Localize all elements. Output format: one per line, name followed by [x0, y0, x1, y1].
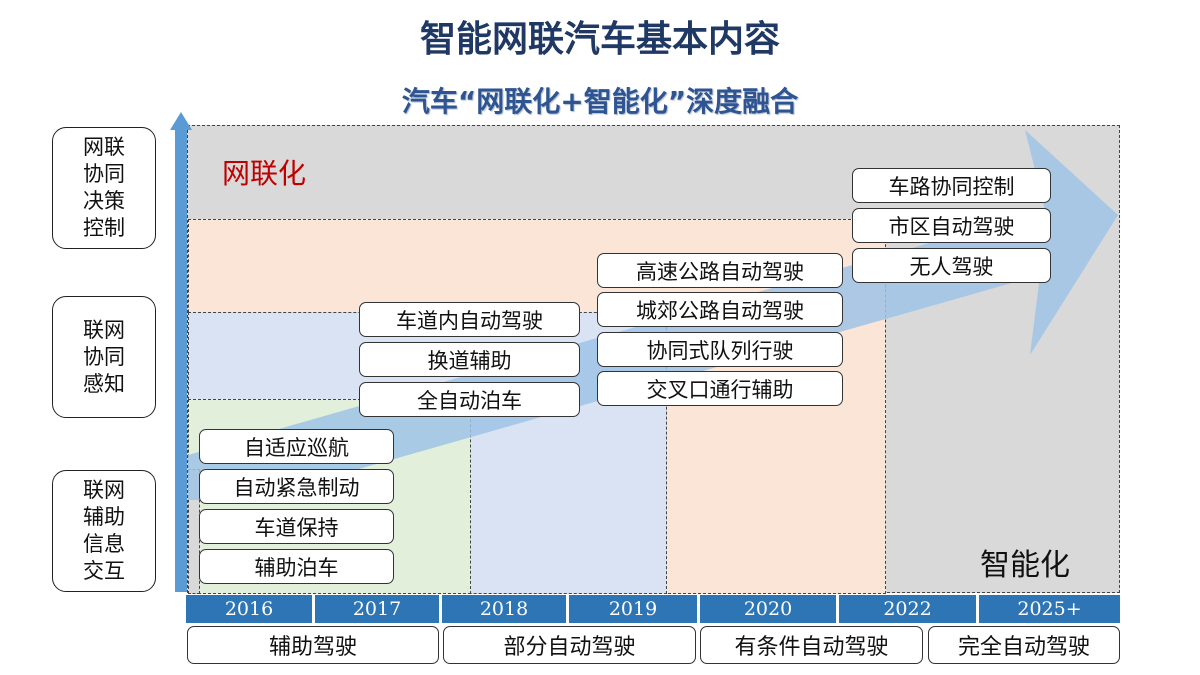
function-box: 全自动泊车	[359, 382, 580, 417]
stage-label: 有条件自动驾驶	[700, 626, 923, 664]
y-level-decision-control: 网联 协同 决策 控制	[52, 127, 156, 249]
stage-label: 部分自动驾驶	[443, 626, 696, 664]
function-box: 辅助泊车	[199, 549, 394, 584]
page-subtitle: 汽车“网联化+智能化”深度融合	[401, 85, 799, 118]
year-label: 2019	[569, 595, 697, 623]
function-box: 城郊公路自动驾驶	[597, 292, 843, 327]
year-label: 2025+	[979, 595, 1120, 623]
page-title: 智能网联汽车基本内容	[419, 19, 780, 60]
function-box: 车道保持	[199, 509, 394, 544]
stage-label: 完全自动驾驶	[928, 626, 1120, 664]
stage-label: 辅助驾驶	[187, 626, 439, 664]
function-box: 自动紧急制动	[199, 469, 394, 504]
function-box: 车路协同控制	[852, 168, 1051, 203]
year-label: 2022	[839, 595, 976, 623]
network-label: 网联化	[222, 157, 307, 190]
y-level-cooperative-perception: 联网 协同 感知	[52, 296, 156, 418]
intelligence-label: 智能化	[980, 548, 1070, 583]
function-box: 交叉口通行辅助	[597, 371, 843, 406]
year-label: 2018	[442, 595, 566, 623]
year-label: 2016	[186, 595, 312, 623]
function-box: 市区自动驾驶	[852, 208, 1051, 243]
function-box: 车道内自动驾驶	[359, 302, 580, 337]
year-label: 2020	[700, 595, 836, 623]
function-box: 自适应巡航	[199, 429, 394, 464]
function-box: 换道辅助	[359, 342, 580, 377]
y-level-info-interaction: 联网 辅助 信息 交互	[52, 470, 156, 592]
function-box: 无人驾驶	[852, 248, 1051, 283]
year-label: 2017	[315, 595, 439, 623]
function-box: 高速公路自动驾驶	[597, 253, 843, 288]
function-box: 协同式队列行驶	[597, 332, 843, 367]
